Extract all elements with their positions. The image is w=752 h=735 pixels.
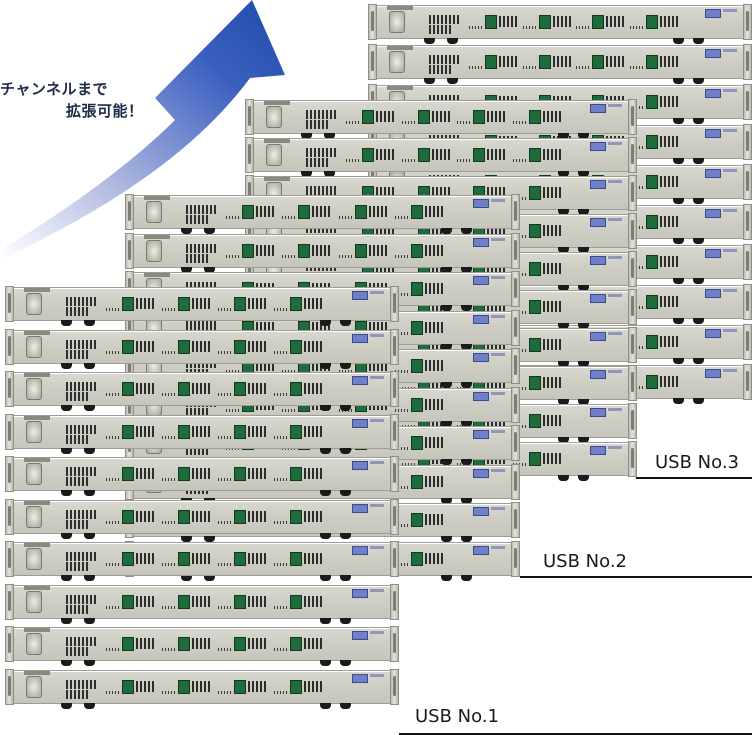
rack-unit-icon bbox=[5, 286, 399, 326]
usb3-label: USB No.3 bbox=[655, 452, 740, 473]
rack-unit-icon bbox=[5, 499, 399, 539]
caption-line2: 拡張可能！ bbox=[66, 102, 144, 120]
rack-unit-icon bbox=[125, 233, 520, 273]
rack-unit-icon bbox=[5, 414, 399, 454]
rack-unit-icon bbox=[368, 4, 752, 44]
expansion-arrow-icon bbox=[0, 0, 285, 260]
usb3-line bbox=[636, 477, 752, 479]
rack-unit-icon bbox=[5, 584, 399, 624]
rack-unit-icon bbox=[245, 99, 637, 139]
rack-unit-icon bbox=[5, 456, 399, 496]
caption-line1: チャンネルまで bbox=[0, 80, 109, 98]
rack-unit-icon bbox=[5, 329, 399, 369]
usb1-label: USB No.1 bbox=[415, 706, 500, 727]
rack-unit-icon bbox=[245, 137, 637, 177]
rack-unit-icon bbox=[5, 626, 399, 666]
rack-unit-icon bbox=[368, 44, 752, 84]
rack-unit-icon bbox=[5, 541, 399, 581]
usb2-line bbox=[520, 576, 752, 578]
rack-unit-icon bbox=[5, 669, 399, 709]
rack-unit-icon bbox=[5, 371, 399, 411]
rack-unit-icon bbox=[125, 194, 520, 234]
usb2-label: USB No.2 bbox=[543, 551, 628, 572]
